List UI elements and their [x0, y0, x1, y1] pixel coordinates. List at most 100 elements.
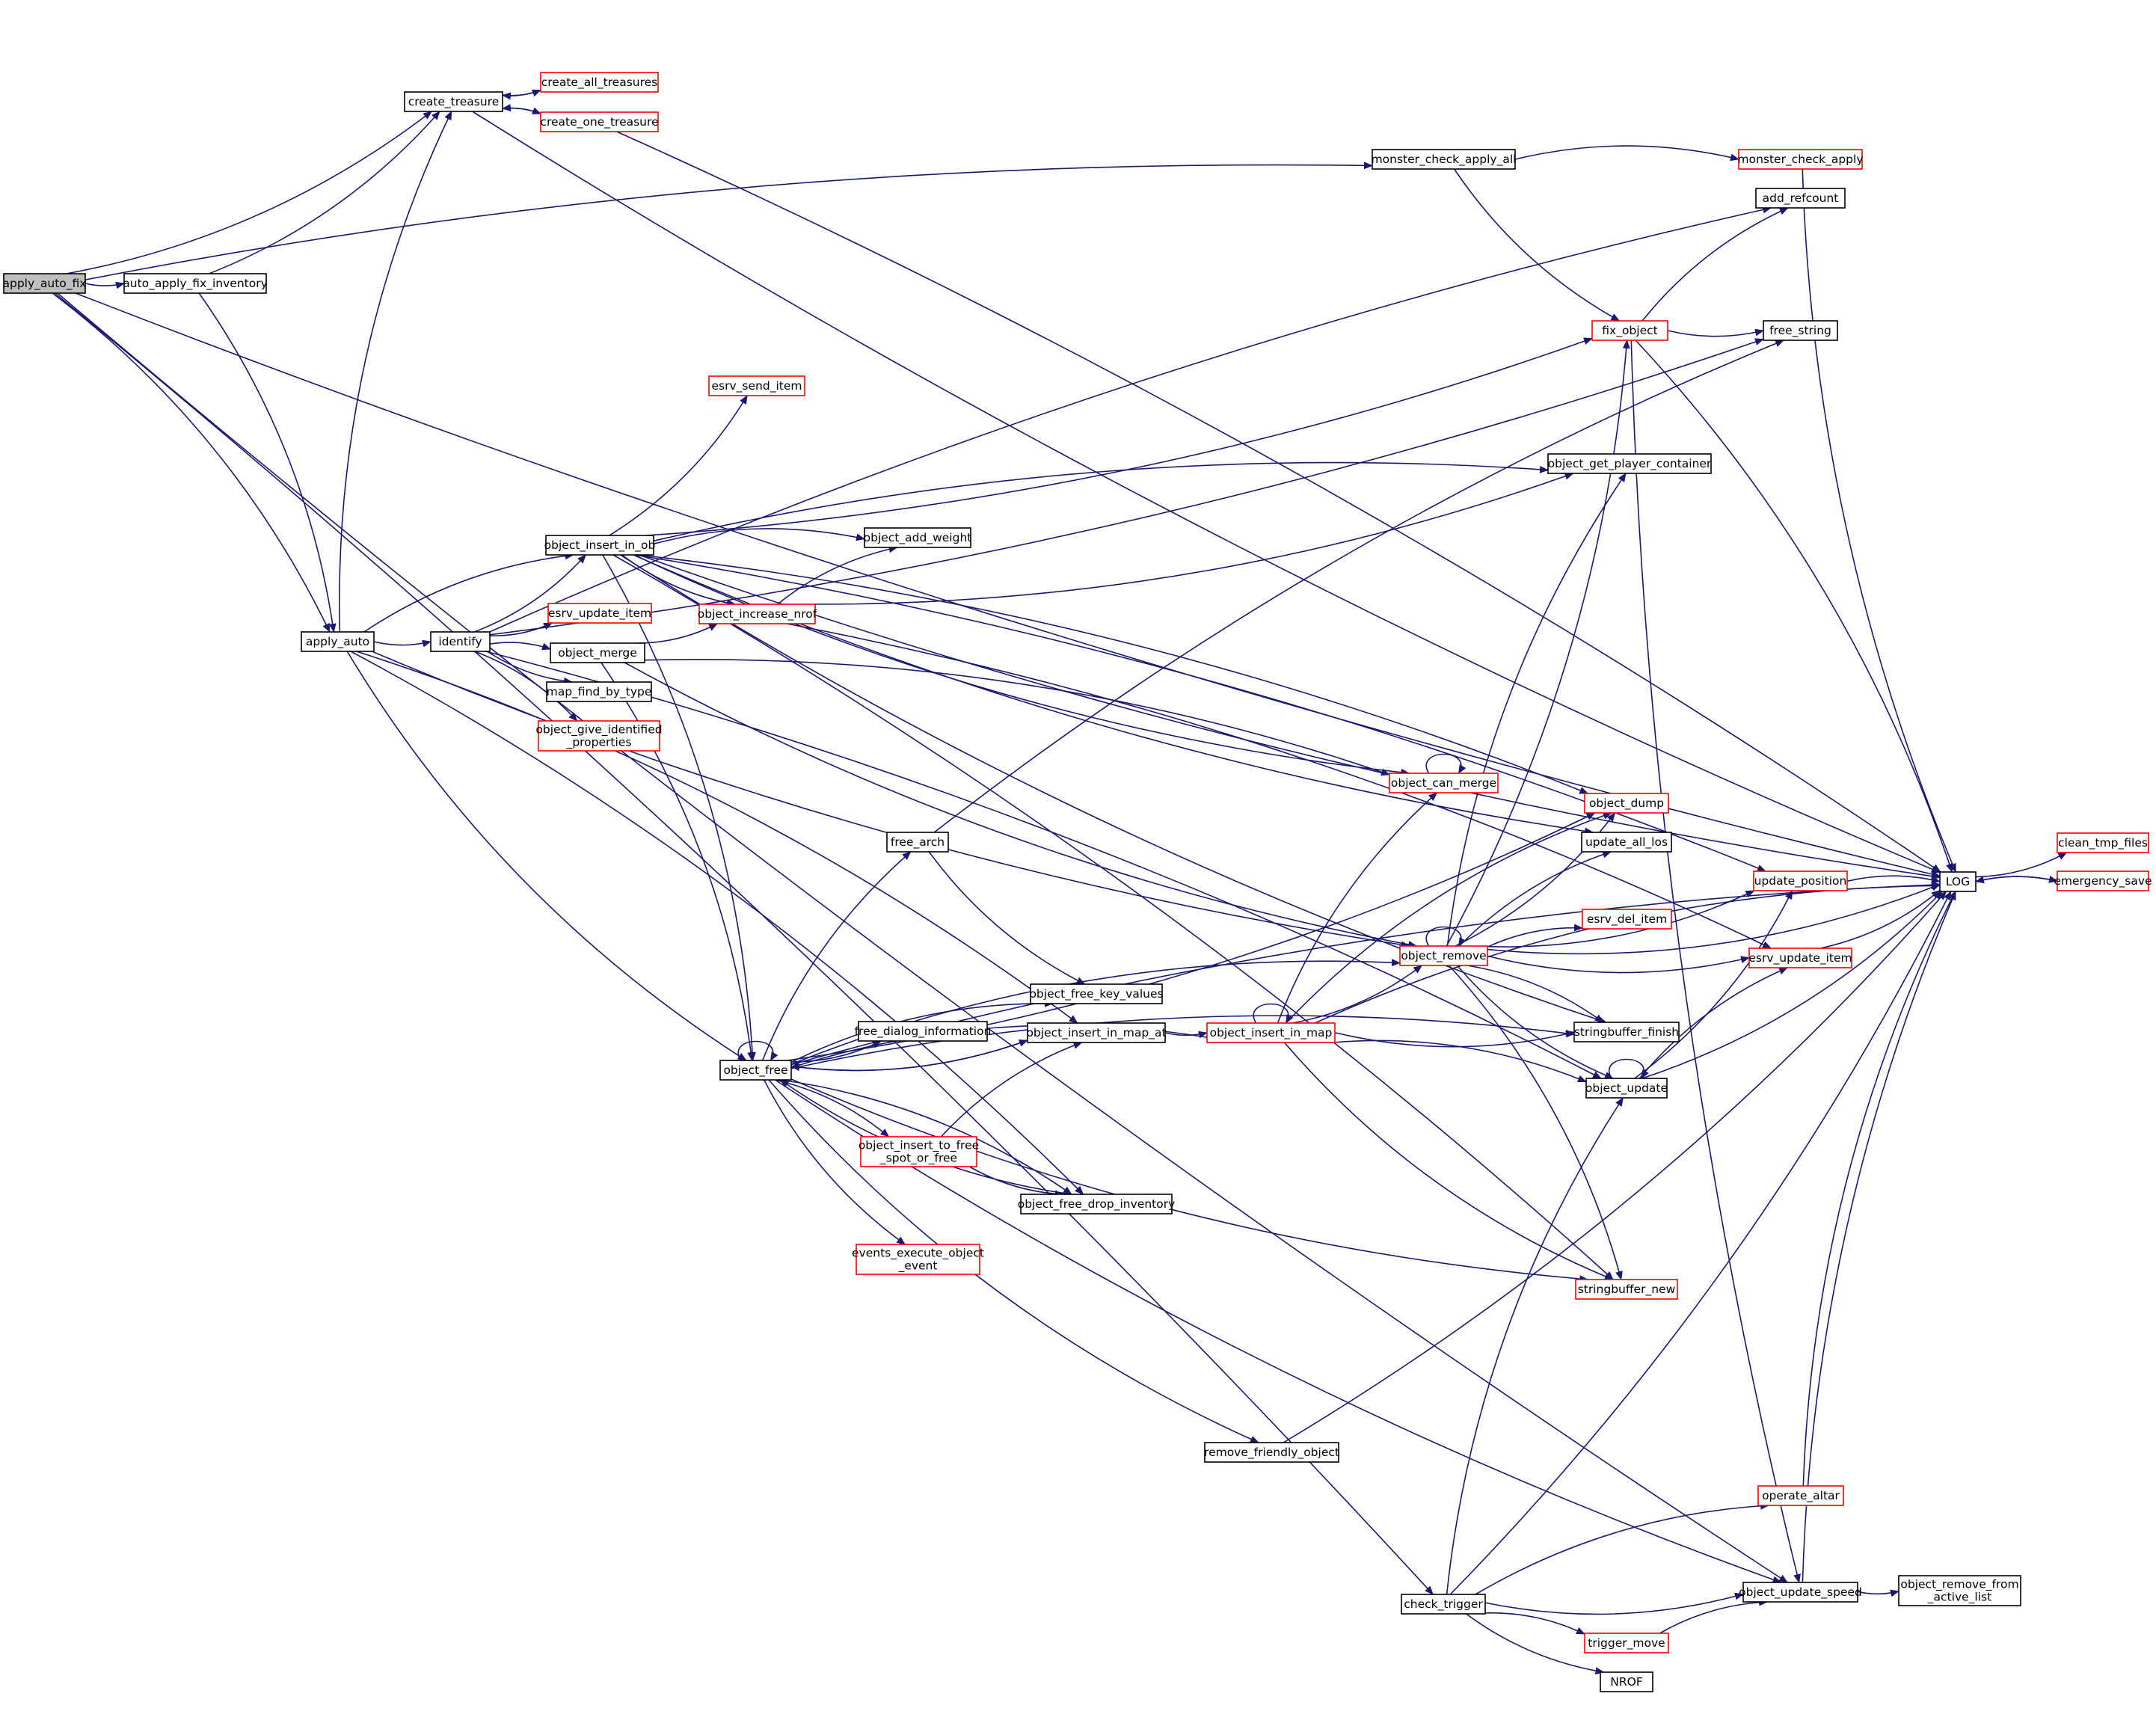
node-apply_auto[interactable]: apply_auto — [301, 631, 375, 652]
edge-object_free-to-remove_friendly_object — [768, 1079, 1259, 1443]
node-box — [1742, 1582, 1858, 1603]
node-object_insert_in_map[interactable]: object_insert_in_map — [1206, 1022, 1336, 1043]
node-esrv_send_item[interactable]: esrv_send_item — [708, 375, 805, 396]
node-label: _properties — [566, 736, 632, 750]
node-object_merge[interactable]: object_merge — [550, 642, 645, 663]
node-monster_check_apply_all[interactable]: monster_check_apply_all — [1372, 149, 1517, 170]
node-object_insert_in_map_at[interactable]: object_insert_in_map_at — [1026, 1022, 1167, 1043]
node-identify[interactable]: identify — [430, 631, 491, 652]
edge-operate_altar-to-LOG — [1802, 891, 1956, 1487]
edge-apply_auto-to-create_treasure — [339, 111, 452, 633]
node-label: esrv_update_item — [1748, 951, 1852, 965]
node-object_free_drop_inventory[interactable]: object_free_drop_inventory — [1018, 1194, 1176, 1214]
edge-create_one_treasure-to-create_treasure — [502, 104, 541, 114]
edge-object_insert_in_ob-to-update_position — [634, 554, 1766, 872]
edge-monster_check_apply_all-to-fix_object — [1453, 168, 1621, 322]
node-create_one_treasure[interactable]: create_one_treasure — [540, 111, 659, 132]
node-label: _spot_or_free — [879, 1152, 957, 1166]
edge-fix_object-to-add_refcount — [1641, 207, 1789, 322]
node-esrv_del_item[interactable]: esrv_del_item — [1582, 909, 1672, 930]
node-NROF[interactable]: NROF — [1600, 1671, 1653, 1692]
node-label: create_all_treasures — [541, 76, 658, 90]
edge-identify-to-object_insert_in_ob — [474, 554, 586, 633]
node-object_increase_nrof[interactable]: object_increase_nrof — [698, 604, 817, 624]
node-label: check_trigger — [1404, 1597, 1483, 1612]
node-check_trigger[interactable]: check_trigger — [1401, 1594, 1486, 1615]
node-map_find_by_type[interactable]: map_find_by_type — [546, 681, 652, 702]
node-create_treasure[interactable]: create_treasure — [404, 91, 503, 112]
node-box — [1204, 1442, 1339, 1463]
node-label: update_all_los — [1585, 835, 1668, 850]
node-object_get_player_container[interactable]: object_get_player_container — [1547, 453, 1712, 474]
node-object_update_speed[interactable]: object_update_speed — [1739, 1582, 1862, 1603]
node-object_remove[interactable]: object_remove — [1399, 945, 1488, 966]
node-free_arch[interactable]: free_arch — [886, 832, 949, 853]
node-box — [540, 111, 659, 132]
edge-object_insert_in_ob-to-object_can_merge — [633, 554, 1410, 776]
node-object_free_key_values[interactable]: object_free_key_values — [1029, 983, 1164, 1004]
edge-object_remove-to-LOG — [1487, 883, 1941, 955]
edge-esrv_update_item_2-to-LOG — [1820, 889, 1941, 949]
node-object_insert_to_free_spot_or_free[interactable]: object_insert_to_free_spot_or_free — [859, 1136, 979, 1167]
node-object_free[interactable]: object_free — [719, 1060, 792, 1081]
edge-create_treasure-to-LOG — [472, 111, 1941, 873]
node-object_add_weight[interactable]: object_add_weight — [864, 527, 972, 548]
node-box — [547, 603, 652, 624]
node-events_execute_object_event[interactable]: events_execute_object_event — [852, 1244, 984, 1275]
node-object_can_merge[interactable]: object_can_merge — [1389, 773, 1499, 793]
node-update_all_los[interactable]: update_all_los — [1581, 832, 1672, 853]
edge-object_remove-to-stringbuffer_new — [1449, 965, 1623, 1280]
node-apply_auto_fix[interactable]: apply_auto_fix — [3, 273, 87, 294]
node-box — [856, 1244, 980, 1275]
node-object_dump[interactable]: object_dump — [1584, 793, 1669, 814]
node-label: emergency_save — [2054, 874, 2152, 888]
edge-object_increase_nrof-to-object_add_weight — [777, 545, 898, 605]
node-object_update[interactable]: object_update — [1585, 1078, 1668, 1099]
node-label: apply_auto_fix — [3, 277, 87, 291]
node-label: esrv_send_item — [712, 379, 802, 393]
node-esrv_update_item_1[interactable]: esrv_update_item — [547, 603, 652, 624]
node-free_string[interactable]: free_string — [1763, 320, 1838, 341]
edge-object_merge-to-object_increase_nrof — [637, 623, 718, 644]
node-label: NROF — [1610, 1675, 1643, 1689]
node-label: remove_friendly_object — [1204, 1446, 1339, 1460]
node-stringbuffer_finish[interactable]: stringbuffer_finish — [1573, 1022, 1680, 1042]
node-box — [698, 604, 816, 624]
node-emergency_save[interactable]: emergency_save — [2054, 870, 2152, 891]
node-label: object_insert_to_free — [859, 1139, 979, 1153]
node-remove_friendly_object[interactable]: remove_friendly_object — [1204, 1442, 1339, 1463]
node-update_position[interactable]: update_position — [1753, 870, 1848, 891]
edge-object_free-to-stringbuffer_new — [790, 1078, 1589, 1283]
node-label: object_dump — [1589, 796, 1664, 811]
node-monster_check_apply[interactable]: monster_check_apply — [1737, 149, 1864, 170]
node-add_refcount[interactable]: add_refcount — [1755, 188, 1846, 209]
node-object_give_identified_properties[interactable]: object_give_identified_properties — [535, 720, 663, 752]
node-create_all_treasures[interactable]: create_all_treasures — [540, 72, 659, 93]
node-object_insert_in_ob[interactable]: object_insert_in_ob — [544, 535, 656, 556]
edge-identify-to-esrv_update_item_1 — [489, 622, 553, 636]
node-label: operate_altar — [1762, 1489, 1840, 1503]
node-box — [708, 375, 805, 396]
edge-object_insert_in_map-to-object_can_merge — [1277, 792, 1438, 1024]
node-label: apply_auto — [306, 635, 369, 649]
node-object_remove_from_active_list[interactable]: object_remove_from_active_list — [1898, 1575, 2021, 1606]
node-stringbuffer_new[interactable]: stringbuffer_new — [1575, 1279, 1678, 1300]
node-label: object_remove_from — [1900, 1578, 2018, 1592]
node-fix_object[interactable]: fix_object — [1591, 320, 1668, 341]
edge-apply_auto-to-object_insert_in_ob — [363, 552, 574, 633]
edge-object_remove-to-object_get_player_container — [1446, 473, 1627, 947]
edge-identify-to-map_find_by_type — [487, 651, 573, 685]
node-trigger_move[interactable]: trigger_move — [1584, 1633, 1669, 1653]
edge-remove_friendly_object-to-LOG — [1283, 891, 1947, 1443]
node-esrv_update_item_2[interactable]: esrv_update_item — [1748, 948, 1852, 968]
node-label: add_refcount — [1763, 191, 1839, 206]
node-clean_tmp_files[interactable]: clean_tmp_files — [2057, 832, 2149, 853]
edge-object_remove-to-fix_object — [1446, 340, 1630, 947]
node-free_dialog_information[interactable]: free_dialog_information — [855, 1021, 992, 1042]
node-LOG[interactable]: LOG — [1939, 871, 1977, 892]
edge-apply_auto-to-object_insert_in_map_at — [356, 651, 1078, 1024]
edge-object_insert_in_map_at-to-object_insert_in_map — [1164, 1031, 1208, 1039]
node-operate_altar[interactable]: operate_altar — [1757, 1485, 1844, 1506]
node-label: create_treasure — [408, 95, 500, 109]
node-auto_apply_fix_inventory[interactable]: auto_apply_fix_inventory — [123, 273, 268, 294]
